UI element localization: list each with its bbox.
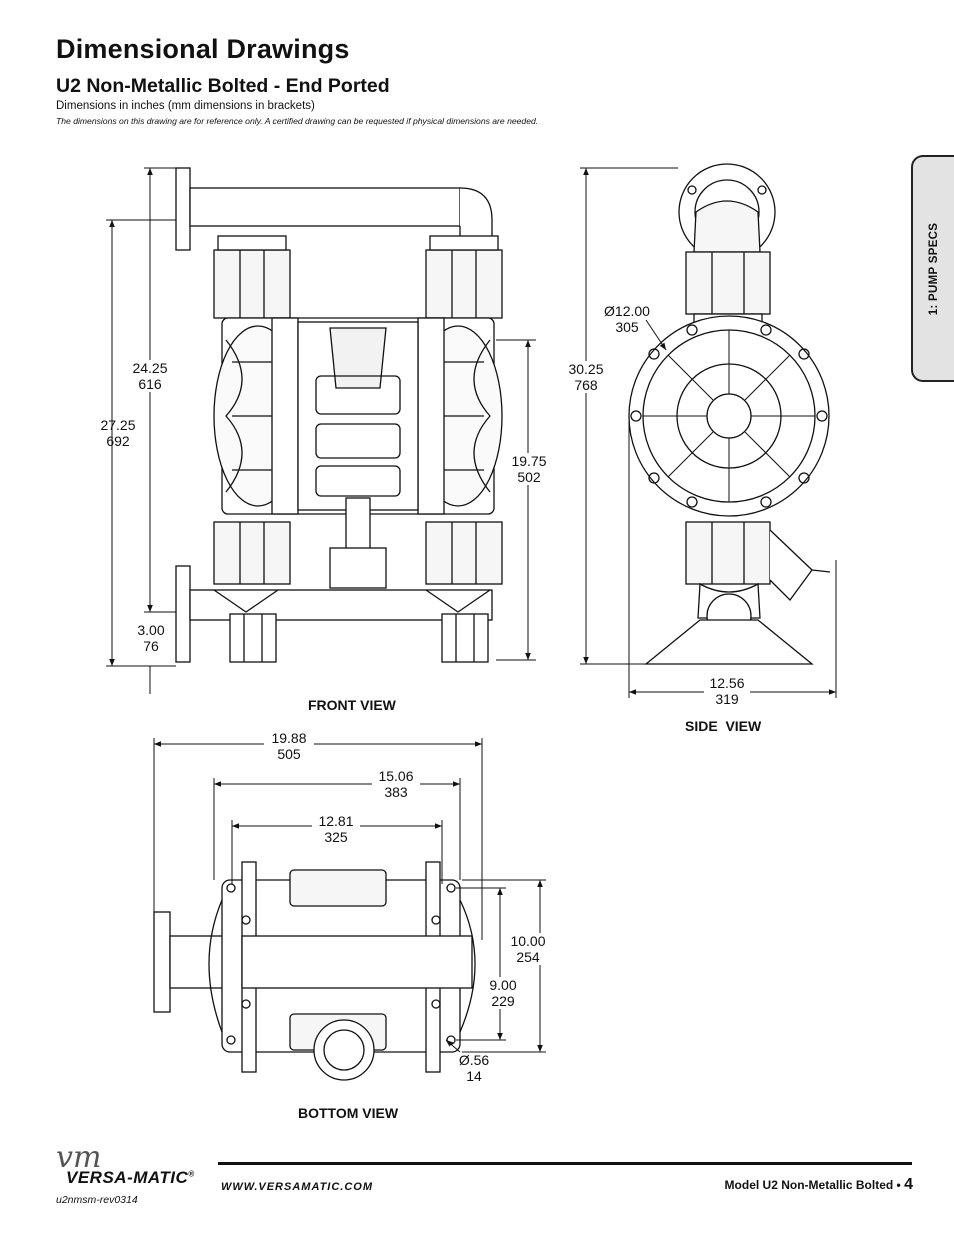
footer-model-page: Model U2 Non-Metallic Bolted • 4 bbox=[724, 1176, 913, 1193]
side-view-drawing bbox=[628, 163, 831, 665]
section-tab[interactable]: 1: PUMP SPECS bbox=[911, 155, 954, 382]
bottom-view-label: BOTTOM VIEW bbox=[298, 1105, 399, 1121]
versa-matic-logo-mark: vm bbox=[56, 1140, 102, 1175]
front-view-drawing bbox=[175, 167, 503, 663]
front-view-label: FRONT VIEW bbox=[308, 697, 397, 713]
page-title: Dimensional Drawings bbox=[56, 34, 350, 64]
page-number: 4 bbox=[904, 1176, 913, 1193]
document-code: u2nmsm-rev0314 bbox=[56, 1194, 138, 1206]
dimensions-note: Dimensions in inches (mm dimensions in b… bbox=[56, 100, 315, 112]
bottom-view-drawing bbox=[153, 861, 476, 1081]
footer-divider bbox=[218, 1162, 912, 1165]
versa-matic-logo: VERSA-MATIC® bbox=[66, 1168, 195, 1187]
page-subtitle: U2 Non-Metallic Bolted - End Ported bbox=[56, 75, 390, 97]
side-view-label: SIDE VIEW bbox=[685, 718, 762, 734]
disclaimer-note: The dimensions on this drawing are for r… bbox=[56, 116, 539, 126]
website-link[interactable]: WWW.VERSAMATIC.COM bbox=[221, 1181, 374, 1193]
